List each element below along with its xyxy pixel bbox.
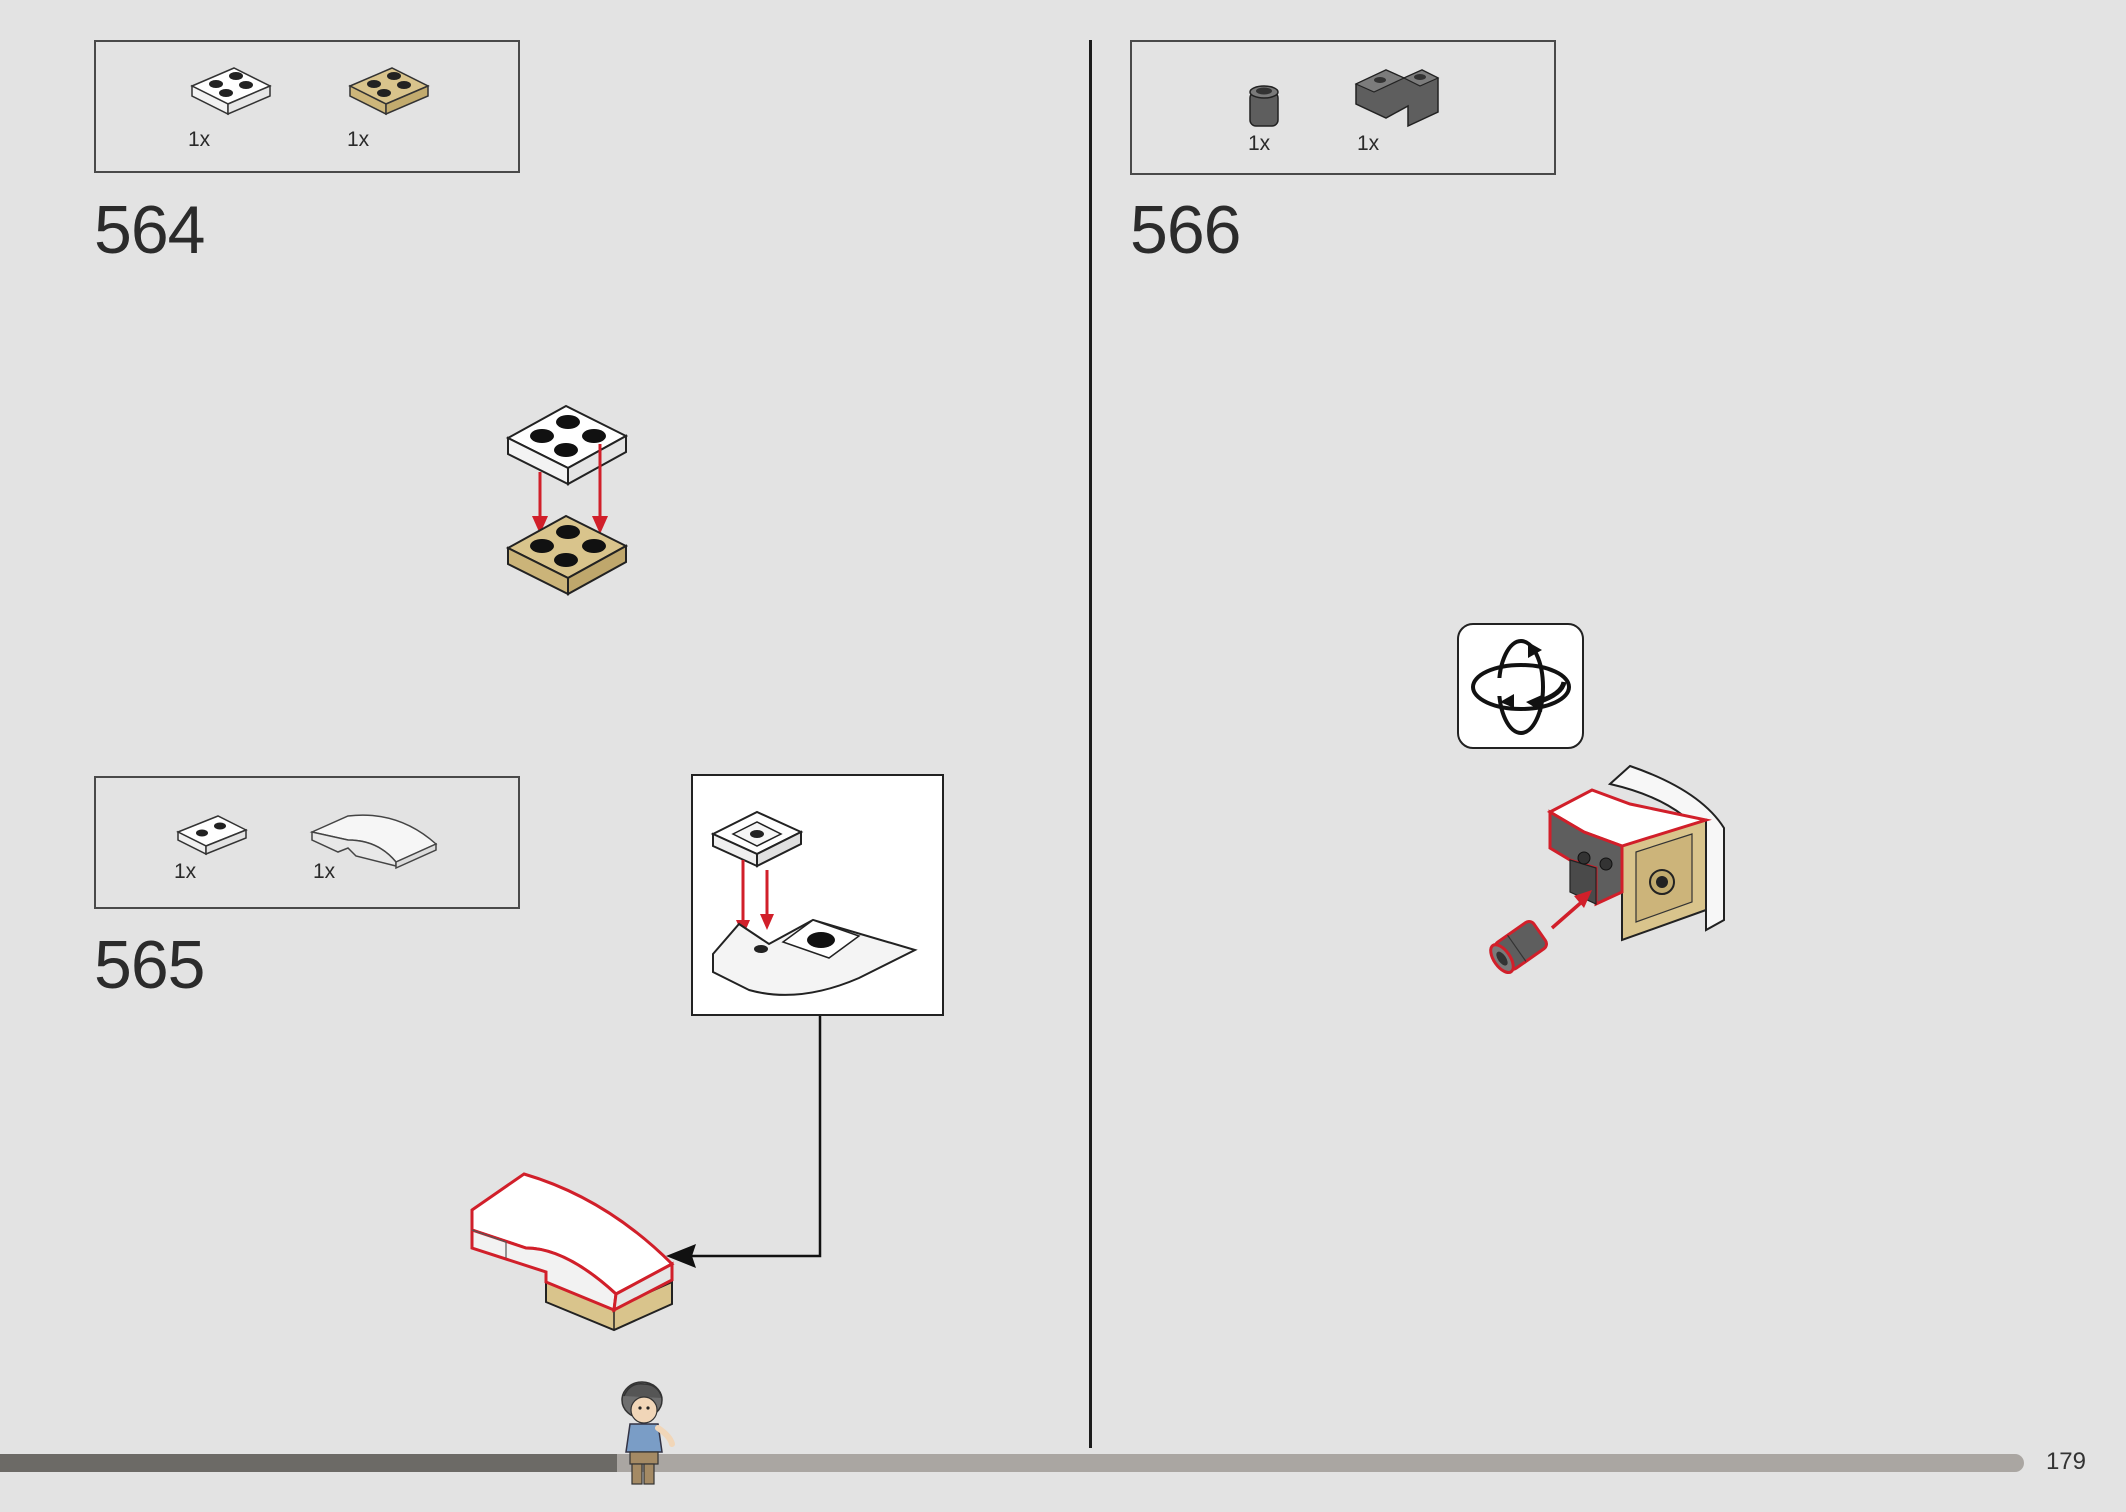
- part-dark-grey-round-brick-icon: [1249, 85, 1279, 127]
- part-white-plate-1x2-icon: [176, 815, 248, 856]
- builder-minifigure-icon: [621, 1381, 675, 1485]
- rotate-model-box: [1457, 623, 1584, 749]
- parts-list-566: 1x 1x: [1130, 40, 1556, 175]
- sub-assembly-illustration: [710, 810, 918, 996]
- rotate-model-icon: [1471, 639, 1571, 735]
- part-qty: 1x: [1248, 132, 1271, 155]
- step-566-assembly-illustration: [1489, 764, 1725, 975]
- parts-list-564: 1x 1x: [94, 40, 520, 173]
- page-number: 179: [2045, 1448, 2086, 1475]
- part-qty: 1x: [1357, 132, 1380, 155]
- part-white-curved-slope-icon: [309, 814, 438, 870]
- part-qty: 1x: [174, 860, 197, 883]
- sub-assembly-callout: [691, 774, 944, 1016]
- step-565-assembly-illustration: [470, 1172, 675, 1332]
- step-number-565: 565: [94, 927, 205, 1003]
- part-qty: 1x: [188, 128, 211, 151]
- step-number-566: 566: [1130, 192, 1241, 268]
- page-divider: [1089, 40, 1092, 1448]
- part-tan-plate-2x2-icon: [348, 67, 430, 116]
- part-qty: 1x: [313, 860, 336, 883]
- callout-connector-arrow: [666, 1016, 822, 1268]
- step-number-564: 564: [94, 192, 205, 268]
- parts-list-565: 1x 1x: [94, 776, 520, 909]
- part-dark-grey-corner-brick-icon: [1354, 69, 1440, 128]
- part-white-plate-2x2-icon: [190, 67, 272, 116]
- part-qty: 1x: [347, 128, 370, 151]
- progress-bar-fill: [0, 1454, 617, 1472]
- step-564-assembly-illustration: [505, 404, 629, 596]
